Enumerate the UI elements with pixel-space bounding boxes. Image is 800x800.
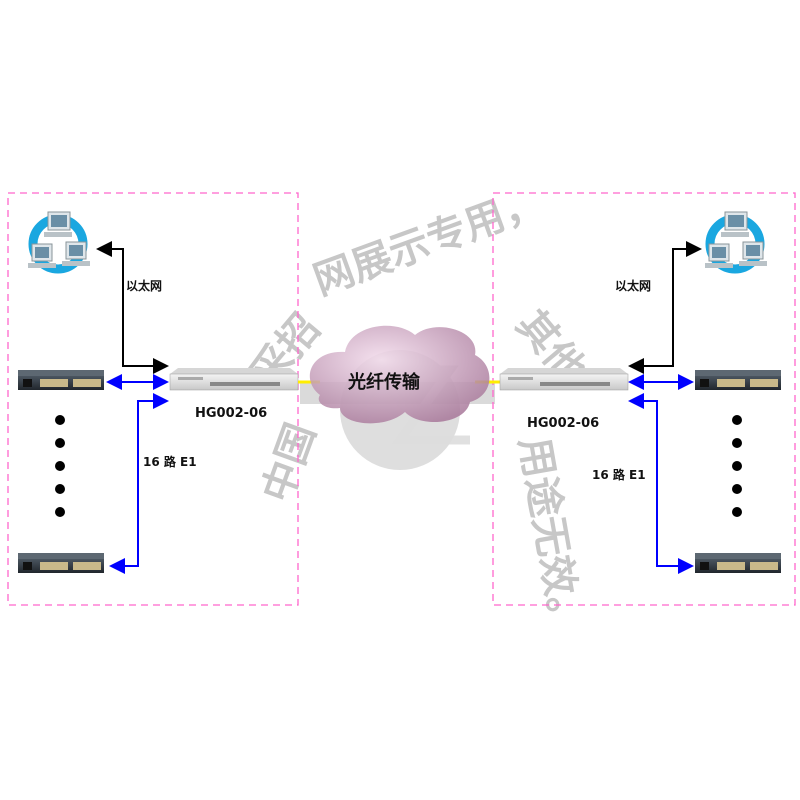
left-site-boundary xyxy=(7,192,299,606)
e1-link xyxy=(109,393,169,574)
hg002-06-device xyxy=(169,367,299,391)
e1-device-icon xyxy=(695,553,781,573)
e1-device-icon xyxy=(18,370,104,390)
e1-label: 16 路 E1 xyxy=(143,454,197,469)
ellipsis-dots xyxy=(55,415,65,517)
e1-link xyxy=(628,393,694,574)
ethernet-link xyxy=(628,241,702,374)
ethernet-lan-icon xyxy=(705,212,767,269)
ellipsis-dots xyxy=(732,415,742,517)
ethernet-lan-icon xyxy=(28,212,90,269)
e1-device-icon xyxy=(695,370,781,390)
hg002-06-device xyxy=(499,367,629,391)
svg-text:网展示专用，: 网展示专用， xyxy=(308,179,549,304)
device-model-label: HG002-06 xyxy=(195,406,267,421)
right-site-boundary xyxy=(492,192,796,606)
fiber-cloud xyxy=(309,325,490,424)
e1-label: 16 路 E1 xyxy=(592,467,646,482)
cloud-label: 光纤传输 xyxy=(347,371,421,393)
ethernet-label: 以太网 xyxy=(126,278,162,293)
svg-text:中国: 中国 xyxy=(254,418,325,509)
device-model-label: HG002-06 xyxy=(527,416,599,431)
e1-device-icon xyxy=(18,553,104,573)
ethernet-link xyxy=(96,241,169,374)
ethernet-label: 以太网 xyxy=(615,278,651,293)
svg-text:用途无效。: 用途无效。 xyxy=(510,434,590,639)
